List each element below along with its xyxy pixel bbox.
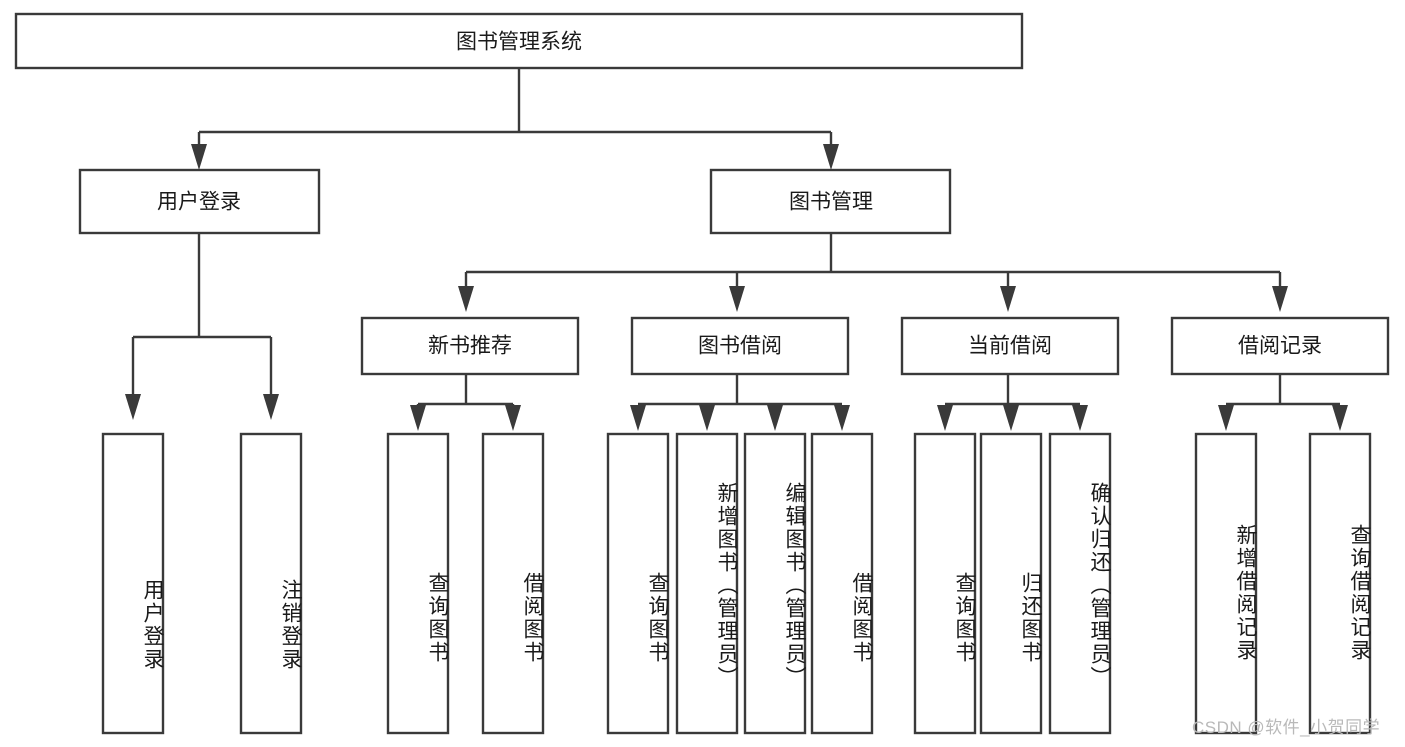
arrow-head-book-to-l2d: [1272, 286, 1288, 312]
leaf-node-query-book-3[interactable]: [913, 432, 977, 735]
arrow-head-newbook-to-leaf1: [410, 405, 426, 431]
arrow-head-borrow-to-leaf3: [767, 405, 783, 431]
node-borrow-record-label: 借阅记录: [1238, 335, 1322, 358]
node-book-management-box[interactable]: [709, 168, 952, 235]
arrow-head-book-to-l2b: [729, 286, 745, 312]
leaf-node-return-book[interactable]: [979, 432, 1043, 735]
leaf-node-borrow-book-2[interactable]: [810, 432, 874, 735]
node-current-borrow-label: 当前借阅: [968, 335, 1052, 358]
node-book-management-label: 图书管理: [789, 191, 873, 214]
leaf-box-user-login[interactable]: [101, 432, 165, 735]
arrow-head-record-to-leaf1: [1218, 405, 1234, 431]
leaf-box-query-book-3[interactable]: [913, 432, 977, 735]
node-book-management[interactable]: 图书管理: [709, 168, 952, 235]
leaf-box-borrow-book-1[interactable]: [481, 432, 545, 735]
node-new-book-recommend[interactable]: 新书推荐: [360, 316, 580, 376]
leaf-box-query-borrow-record[interactable]: [1308, 432, 1372, 735]
node-book-borrow[interactable]: 图书借阅: [630, 316, 850, 376]
node-root-label: 图书管理系统: [456, 31, 582, 54]
leaf-box-query-book-1[interactable]: [386, 432, 450, 735]
node-new-book-recommend-box[interactable]: [360, 316, 580, 376]
arrow-head-newbook-to-leaf2: [505, 405, 521, 431]
node-user-login[interactable]: 用户登录: [78, 168, 321, 235]
node-book-borrow-label: 图书借阅: [698, 335, 782, 358]
node-new-book-recommend-label: 新书推荐: [428, 335, 512, 358]
connector-group-current-borrow: [937, 374, 1088, 431]
leaf-node-borrow-book-1[interactable]: [481, 432, 545, 735]
leaf-box-return-book[interactable]: [979, 432, 1043, 735]
leaf-node-logout[interactable]: [239, 432, 303, 735]
arrow-head-root-to-user: [191, 144, 207, 170]
leaf-node-edit-book-admin[interactable]: [743, 432, 807, 735]
leaf-box-logout[interactable]: [239, 432, 303, 735]
leaf-node-user-login[interactable]: [101, 432, 165, 735]
arrow-head-user-to-leaf1: [125, 394, 141, 420]
leaf-box-add-book-admin[interactable]: [675, 432, 739, 735]
connector-group-borrow-record: [1218, 374, 1348, 431]
leaf-node-confirm-return-admin[interactable]: [1048, 432, 1112, 735]
node-borrow-record-box[interactable]: [1170, 316, 1390, 376]
leaf-node-query-book-1[interactable]: [386, 432, 450, 735]
leaf-box-borrow-book-2[interactable]: [810, 432, 874, 735]
arrow-head-record-to-leaf2: [1332, 405, 1348, 431]
node-user-login-label: 用户登录: [157, 191, 241, 214]
node-root-box[interactable]: [14, 12, 1024, 70]
csdn-watermark: CSDN @软件_小贺同学: [1192, 718, 1381, 737]
leaf-box-query-book-2[interactable]: [606, 432, 670, 735]
node-root[interactable]: 图书管理系统: [14, 12, 1024, 70]
leaf-node-query-borrow-record[interactable]: [1308, 432, 1372, 735]
arrow-head-borrow-to-leaf1: [630, 405, 646, 431]
leaf-box-confirm-return-admin[interactable]: [1048, 432, 1112, 735]
arrow-head-root-to-book: [823, 144, 839, 170]
arrow-head-current-to-leaf3: [1072, 405, 1088, 431]
leaf-box-add-borrow-record[interactable]: [1194, 432, 1258, 735]
connector-group-root: [191, 68, 839, 170]
connector-group-user-login: [125, 233, 279, 420]
arrow-head-user-to-leaf2: [263, 394, 279, 420]
arrow-head-current-to-leaf2: [1003, 405, 1019, 431]
arrow-head-borrow-to-leaf2: [699, 405, 715, 431]
node-current-borrow-box[interactable]: [900, 316, 1120, 376]
node-borrow-record[interactable]: 借阅记录: [1170, 316, 1390, 376]
node-current-borrow[interactable]: 当前借阅: [900, 316, 1120, 376]
node-user-login-box[interactable]: [78, 168, 321, 235]
connector-group-borrow-book: [630, 374, 850, 431]
connector-group-book-manage: [458, 233, 1288, 312]
arrow-head-current-to-leaf1: [937, 405, 953, 431]
leaf-node-add-borrow-record[interactable]: [1194, 432, 1258, 735]
leaf-box-edit-book-admin[interactable]: [743, 432, 807, 735]
arrow-head-book-to-l2c: [1000, 286, 1016, 312]
arrow-head-borrow-to-leaf4: [834, 405, 850, 431]
leaf-node-query-book-2[interactable]: [606, 432, 670, 735]
leaf-node-add-book-admin[interactable]: [675, 432, 739, 735]
node-book-borrow-box[interactable]: [630, 316, 850, 376]
connector-group-new-book: [410, 374, 521, 431]
arrow-head-book-to-l2a: [458, 286, 474, 312]
